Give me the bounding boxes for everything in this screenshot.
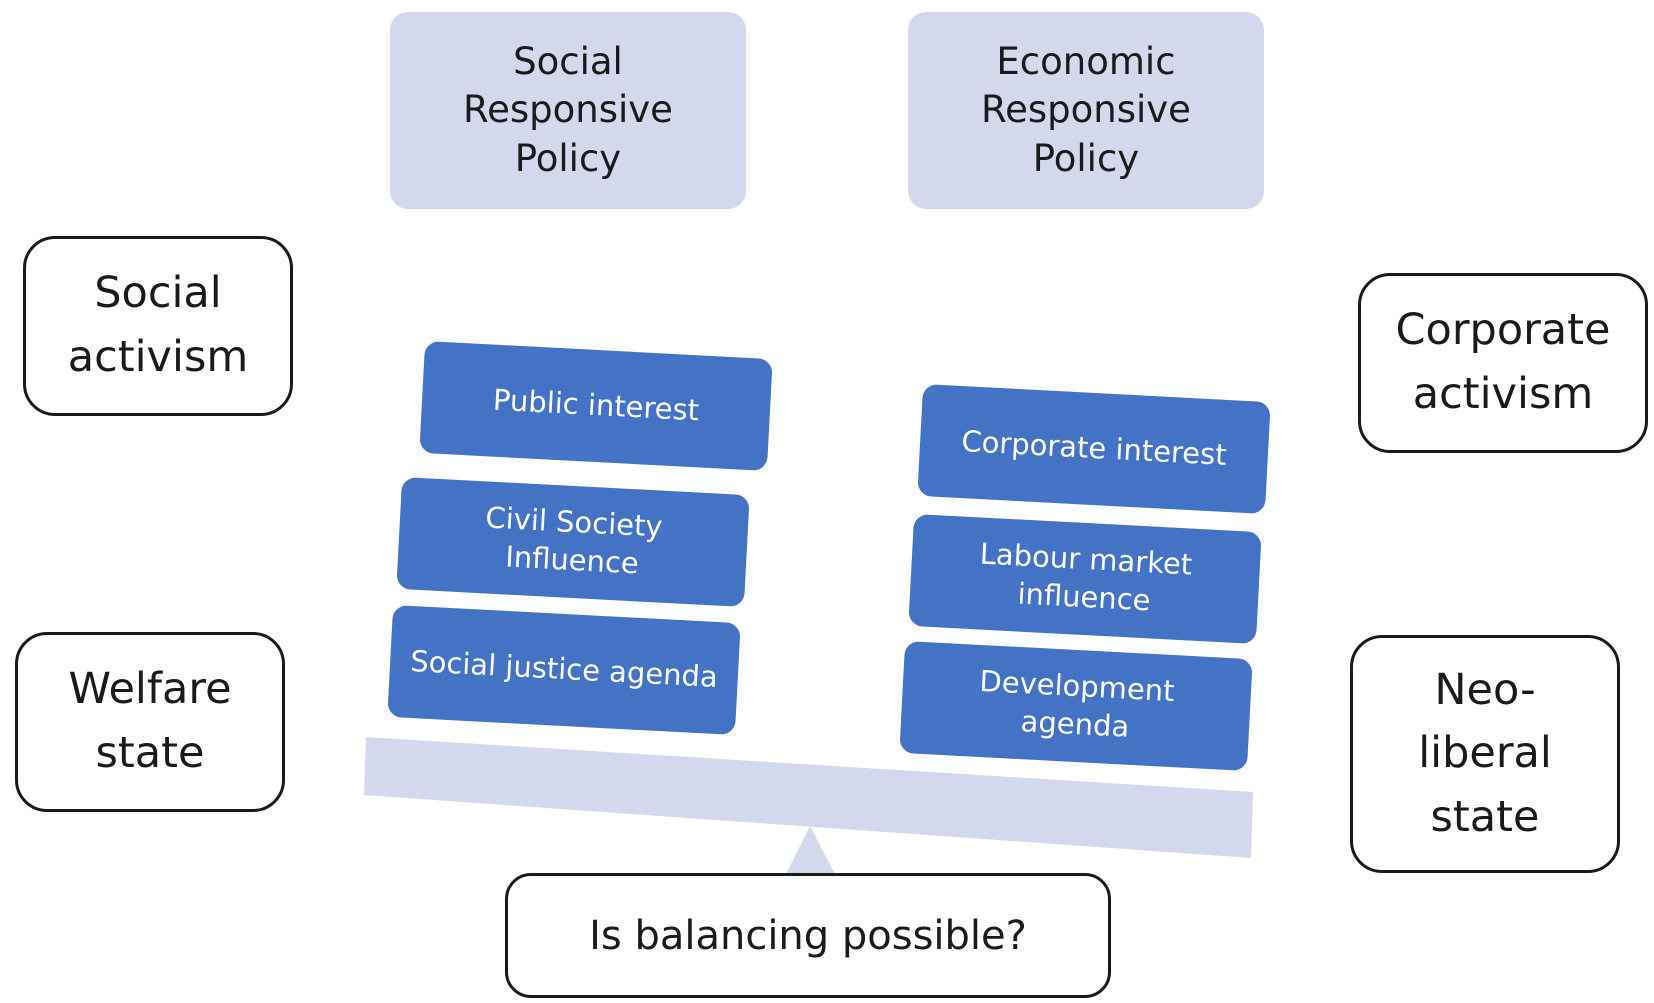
- welfare-state-box: Welfare state: [15, 632, 285, 812]
- corporate-interest-block: Corporate interest: [917, 383, 1271, 515]
- balance-beam: [364, 737, 1253, 858]
- neo-liberal-state-box: Neo- liberal state: [1350, 635, 1620, 873]
- development-agenda-block: Development agenda: [899, 640, 1253, 772]
- public-interest-block: Public interest: [419, 340, 773, 472]
- social-justice-agenda-block: Social justice agenda: [387, 604, 741, 736]
- balancing-question-box: Is balancing possible?: [505, 873, 1111, 998]
- balance-fulcrum: [786, 826, 835, 874]
- corporate-activism-box: Corporate activism: [1358, 273, 1648, 453]
- labour-market-influence-block: Labour market influence: [908, 513, 1262, 645]
- economic-responsive-policy-box: Economic Responsive Policy: [908, 12, 1264, 209]
- social-activism-box: Social activism: [23, 236, 293, 416]
- social-responsive-policy-box: Social Responsive Policy: [390, 12, 746, 209]
- civil-society-influence-block: Civil Society Influence: [396, 476, 750, 608]
